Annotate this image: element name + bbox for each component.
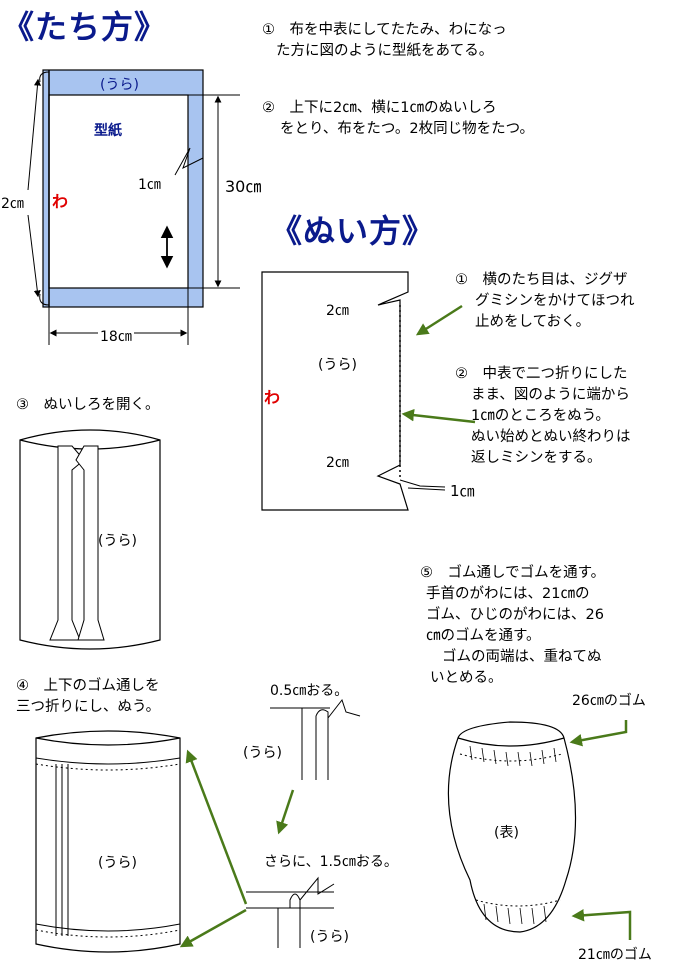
- pattern-label: 型紙: [94, 123, 122, 139]
- fold1-layer-b: [315, 709, 329, 780]
- fold1-ura-label: (うら): [243, 745, 282, 761]
- fold2-label: さらに、1.5㎝おる。: [264, 854, 398, 870]
- sewing-step1-line2: グミシンをかけてほつれ: [475, 293, 635, 309]
- step3-diagram: [19, 429, 161, 650]
- step5-line6: いとめる。: [430, 670, 503, 686]
- sewing-top-label: 2㎝: [326, 303, 349, 319]
- sleeve-body: [447, 721, 577, 933]
- sewing-arrow2: [401, 408, 476, 424]
- rubber-arrow-top: [569, 720, 628, 747]
- sewing-step1: ① 横のたち目は、ジグザ グミシンをかけてほつれ 止めをしておく。: [455, 270, 635, 333]
- sleeve-bottom-stitch: [475, 899, 561, 907]
- cutting-step2: ② 上下に2㎝、横に1㎝のぬいしろ をとり、布をたつ。2枚同じ物をたつ。: [262, 98, 534, 140]
- bottom-hem-stitch: [35, 929, 181, 938]
- cutting-step2-line1: ② 上下に2㎝、横に1㎝のぬいしろ: [262, 100, 497, 116]
- sewing-arrow1: [415, 304, 463, 336]
- step4-ura-label: (うら): [98, 855, 137, 871]
- fold-dimension-line: [27, 78, 41, 191]
- cutting-step1-line2: た方に図のように型紙をあてる。: [276, 43, 494, 59]
- bottom-rubber-label: 21㎝のゴム: [578, 947, 652, 963]
- top-hem-stitch: [35, 763, 181, 771]
- cutting-title: 《たち方》: [2, 8, 168, 46]
- fold1-pointer: [327, 698, 361, 719]
- step3-ura-label: (うら): [98, 533, 137, 549]
- step5-line2: 手首のがわには、21㎝の: [426, 586, 590, 602]
- fold-detail-1: [270, 698, 361, 835]
- bottom-hem-line: [35, 923, 181, 932]
- sleeve-gather-top: [469, 745, 557, 767]
- fold2-pointer: [299, 876, 335, 901]
- step5-text: ⑤ ゴム通しでゴムを通す。 手首のがわには、21㎝の ゴム、ひじのがわには、26…: [420, 563, 605, 689]
- step5-line4: ㎝のゴムを通す。: [426, 628, 541, 644]
- fold2-ura-label: (うら): [310, 929, 349, 945]
- seam-allowance-left: [49, 445, 85, 641]
- step4-text: ④ 上下のゴム通しを 三つ折りにし、ぬう。: [16, 676, 160, 718]
- step4-diagram: [35, 730, 248, 953]
- sewing-bottom-label: 2㎝: [326, 455, 349, 471]
- sewing-step2-line4: ぬい始めとぬい終わりは: [471, 429, 631, 445]
- step4-line2: 三つ折りにし、ぬう。: [16, 699, 161, 715]
- step4-arrow-top: [185, 749, 248, 905]
- sewing-step2-line3: 1㎝のところをぬう。: [471, 408, 610, 424]
- sewing-fold-label: わ: [264, 388, 281, 407]
- sewing-step2-line5: 返しミシンをする。: [471, 450, 602, 466]
- step4-arrow-bottom: [179, 908, 247, 948]
- sewing-side-label: 1㎝: [450, 482, 475, 500]
- sewing-title: 《ぬい方》: [270, 212, 436, 250]
- fold2-layer: [277, 893, 301, 948]
- cutting-step2-line2: をとり、布をたつ。2枚同じ物をたつ。: [280, 121, 534, 137]
- step5-line5: ゴムの両端は、重ねてぬ: [442, 649, 602, 665]
- cutting-step1-line1: ① 布を中表にしてたたみ、わになっ: [262, 22, 507, 38]
- sleeve-top-stitch: [459, 753, 563, 762]
- sewing-step1-line1: ① 横のたち目は、ジグザ: [455, 272, 628, 288]
- sewing-ura-label: (うら): [318, 357, 357, 373]
- fold-dimension-label: 2㎝: [1, 196, 24, 212]
- hem-tube-top: [35, 737, 181, 746]
- cutting-diagram: [27, 69, 240, 345]
- fold-dimension-line2: [27, 214, 41, 298]
- width-label: 18㎝: [98, 326, 134, 346]
- side-pointer: [399, 479, 446, 488]
- sewing-step2-line2: まま、図のように端から: [471, 387, 630, 403]
- fold-down-arrow: [276, 789, 295, 835]
- cutting-fold-label: わ: [52, 192, 69, 211]
- sewing-step2-line1: ② 中表で二つ折りにした: [455, 366, 628, 382]
- side-pointer2: [407, 487, 446, 491]
- sewing-step1-line3: 止めをしておく。: [475, 314, 591, 330]
- seam-side-pointer: [174, 147, 204, 176]
- fold1-label: 0.5㎝おる。: [270, 683, 349, 699]
- step5-line1: ⑤ ゴム通しでゴムを通す。: [420, 565, 606, 581]
- sleeve-top-opening: [457, 737, 565, 747]
- rubber-arrow-bottom: [571, 909, 632, 940]
- step5-line3: ゴム、ひじのがわには、26: [426, 607, 604, 623]
- top-rubber-label: 26㎝のゴム: [572, 693, 646, 709]
- sleeve-front-label: (表): [494, 825, 519, 841]
- height-label: 30㎝: [225, 177, 262, 196]
- step4-line1: ④ 上下のゴム通しを: [16, 678, 160, 694]
- fold-detail-2: [246, 876, 335, 948]
- sewing-step2: ② 中表で二つ折りにした まま、図のように端から 1㎝のところをぬう。 ぬい始め…: [455, 364, 631, 469]
- step5-diagram: [447, 720, 632, 940]
- top-hem-line: [35, 757, 181, 765]
- sleeve-gather-bottom: [483, 903, 547, 925]
- sewing-diagram: [261, 271, 476, 511]
- seam-allowance-right: [75, 445, 105, 641]
- step3-label: ③ ぬいしろを開く。: [16, 397, 160, 413]
- cutting-ura-label: (うら): [100, 77, 139, 93]
- seam-side-label: 1㎝: [138, 177, 161, 193]
- cutting-step1: ① 布を中表にしてたたみ、わになっ た方に図のように型紙をあてる。: [262, 20, 507, 62]
